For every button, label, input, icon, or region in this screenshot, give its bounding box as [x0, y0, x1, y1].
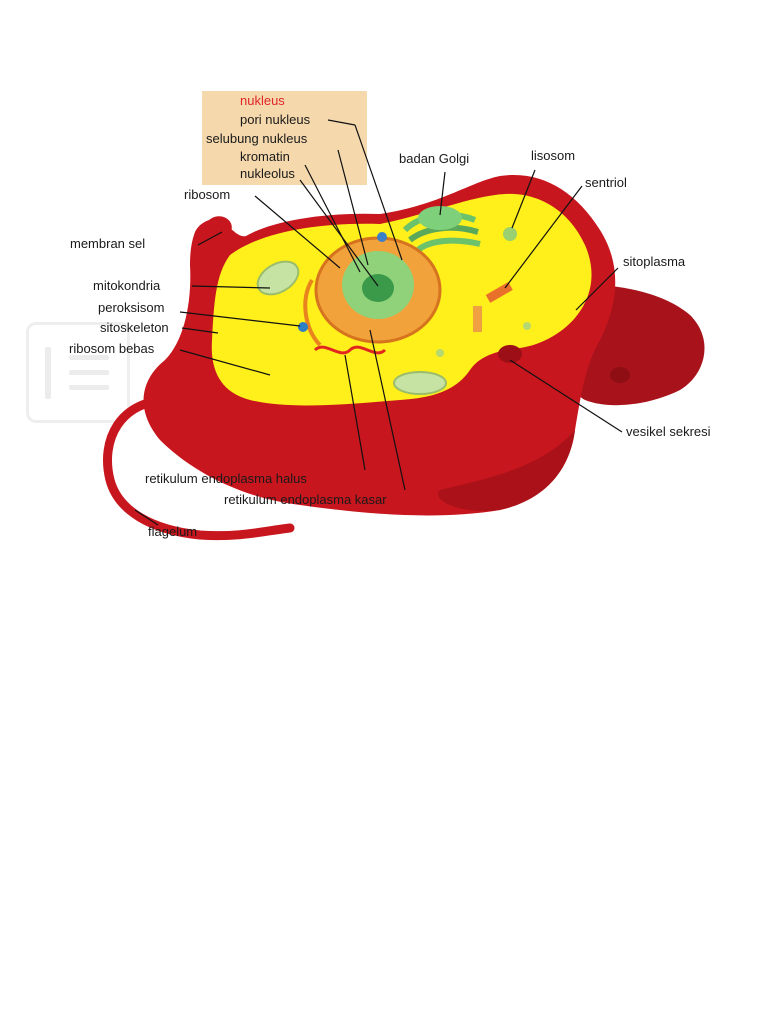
centriole-shape-2 — [473, 306, 482, 332]
mitochondria-bottom — [393, 371, 447, 395]
label-golgi: badan Golgi — [399, 151, 470, 166]
document-watermark-icon — [26, 322, 130, 423]
label-rough-er: retikulum endoplasma kasar — [224, 492, 387, 507]
label-smooth-er: retikulum endoplasma halus — [145, 471, 307, 486]
leader-lines — [134, 119, 623, 526]
label-free-ribosome: ribosom bebas — [69, 341, 155, 356]
label-peroxisome: peroksisom — [98, 300, 165, 315]
label-nucleus: nukleus — [240, 93, 285, 108]
vesicle-2 — [436, 349, 444, 357]
membrane-spot — [610, 367, 630, 383]
membrane-shadow — [438, 430, 575, 511]
label-nucleolus: nukleolus — [240, 166, 295, 181]
label-cytoskeleton: sitoskeleton — [100, 320, 169, 335]
label-chromatin: kromatin — [240, 149, 290, 164]
label-mitochondria: mitokondria — [93, 278, 161, 293]
rough-er — [303, 278, 322, 347]
ribosome-dot — [377, 232, 387, 242]
membrane-spike — [198, 216, 232, 242]
label-secretory-vesicle: vesikel sekresi — [626, 424, 711, 439]
nucleolus-shape — [362, 274, 394, 302]
label-cell-membrane: membran sel — [70, 236, 146, 251]
peroxisome-shape — [298, 322, 308, 332]
label-nuclear-envelope: selubung nukleus — [206, 131, 308, 146]
flagellum — [103, 395, 295, 541]
label-flagellum: flagelum — [148, 524, 198, 539]
secretory-vesicle-shape — [498, 345, 522, 363]
label-ribosome: ribosom — [184, 187, 231, 202]
label-nuclear-pore: pori nukleus — [240, 112, 311, 127]
vesicle-1 — [523, 322, 531, 330]
label-lysosome: lisosom — [531, 148, 576, 163]
label-cytoplasm: sitoplasma — [623, 254, 686, 269]
label-centriole: sentriol — [585, 175, 627, 190]
nucleus-label-box — [202, 91, 367, 185]
lysosome-shape — [503, 227, 517, 241]
golgi-body — [402, 206, 481, 253]
mitochondria-top — [256, 260, 300, 296]
